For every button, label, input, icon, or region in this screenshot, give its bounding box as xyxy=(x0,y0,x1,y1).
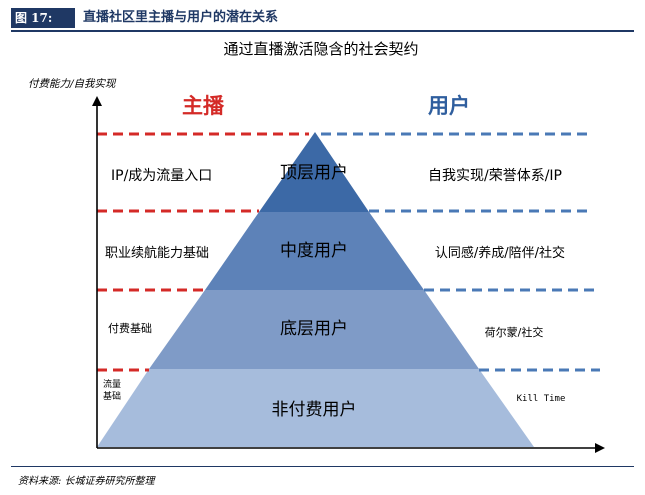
diagram-subtitle: 通过直播激活隐含的社会契约 xyxy=(223,40,418,58)
right-desc-middle: 认同感/养成/陪伴/社交 xyxy=(435,245,565,261)
figure-header: 图 17: 直播社区里主播与用户的潜在关系 xyxy=(11,4,634,32)
figure-label: 图 17: xyxy=(11,8,75,28)
right-desc-bottom: 荷尔蒙/社交 xyxy=(485,325,544,339)
footer-divider xyxy=(11,466,634,467)
pyramid-level-bottom xyxy=(149,290,479,369)
figure-title: 直播社区里主播与用户的潜在关系 xyxy=(83,10,279,25)
y-axis-arrowhead xyxy=(92,96,102,106)
level-name-base: 非付费用户 xyxy=(272,400,357,420)
right-heading-user: 用户 xyxy=(428,94,470,118)
x-axis-arrowhead xyxy=(595,443,605,453)
left-desc-middle: 职业续航能力基础 xyxy=(105,245,209,261)
pyramid-level-base xyxy=(97,369,534,447)
pyramid-level-top xyxy=(259,132,369,212)
level-name-top: 顶层用户 xyxy=(280,163,348,183)
left-desc-bottom: 付费基础 xyxy=(108,322,152,335)
left-dash-lines xyxy=(97,132,309,372)
left-desc-top: IP/成为流量入口 xyxy=(111,168,212,184)
right-dash-lines xyxy=(321,132,600,372)
level-name-middle: 中度用户 xyxy=(280,241,348,261)
figure-source: 资料来源: 长城证券研究所整理 xyxy=(18,476,155,487)
left-desc-base-line-1: 流量 xyxy=(103,378,121,390)
right-desc-base: Kill Time xyxy=(517,394,566,404)
pyramid-level-middle xyxy=(205,212,424,290)
left-desc-base-line-2: 基础 xyxy=(103,390,121,402)
right-desc-top: 自我实现/荣誉体系/IP xyxy=(428,168,562,184)
left-heading-anchor: 主播 xyxy=(182,94,225,118)
y-axis-label: 付费能力/自我实现 xyxy=(28,78,117,90)
level-name-bottom: 底层用户 xyxy=(280,319,348,339)
